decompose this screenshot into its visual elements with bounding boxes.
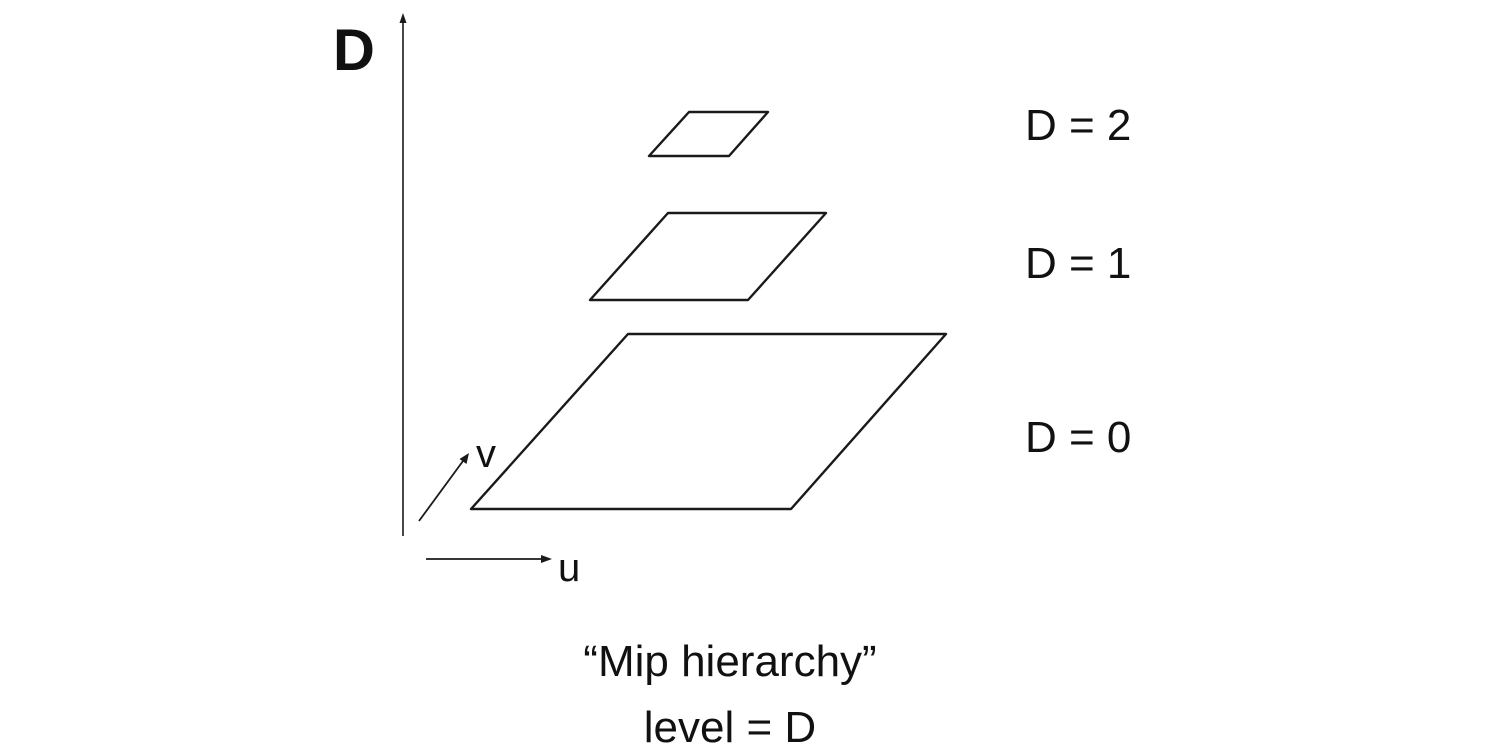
- v-axis-line: [418, 460, 464, 522]
- level-2-label: D = 2: [1025, 101, 1132, 150]
- level-1-label: D = 1: [1025, 239, 1132, 288]
- v-axis-label: v: [476, 432, 496, 476]
- caption-title: “Mip hierarchy”: [583, 637, 877, 686]
- d-axis-arrowhead: [399, 13, 407, 23]
- u-axis-label: u: [558, 546, 581, 590]
- mip-level-1-plane: [588, 211, 828, 302]
- v-axis-arrowhead: [459, 453, 469, 464]
- mip-level-2-plane: [647, 110, 770, 158]
- u-axis-arrowhead: [541, 555, 552, 563]
- d-axis-title: D: [333, 18, 375, 83]
- caption-subtitle: level = D: [643, 703, 817, 752]
- level-0-label: D = 0: [1025, 413, 1132, 462]
- mip-level-0-plane: [469, 332, 948, 511]
